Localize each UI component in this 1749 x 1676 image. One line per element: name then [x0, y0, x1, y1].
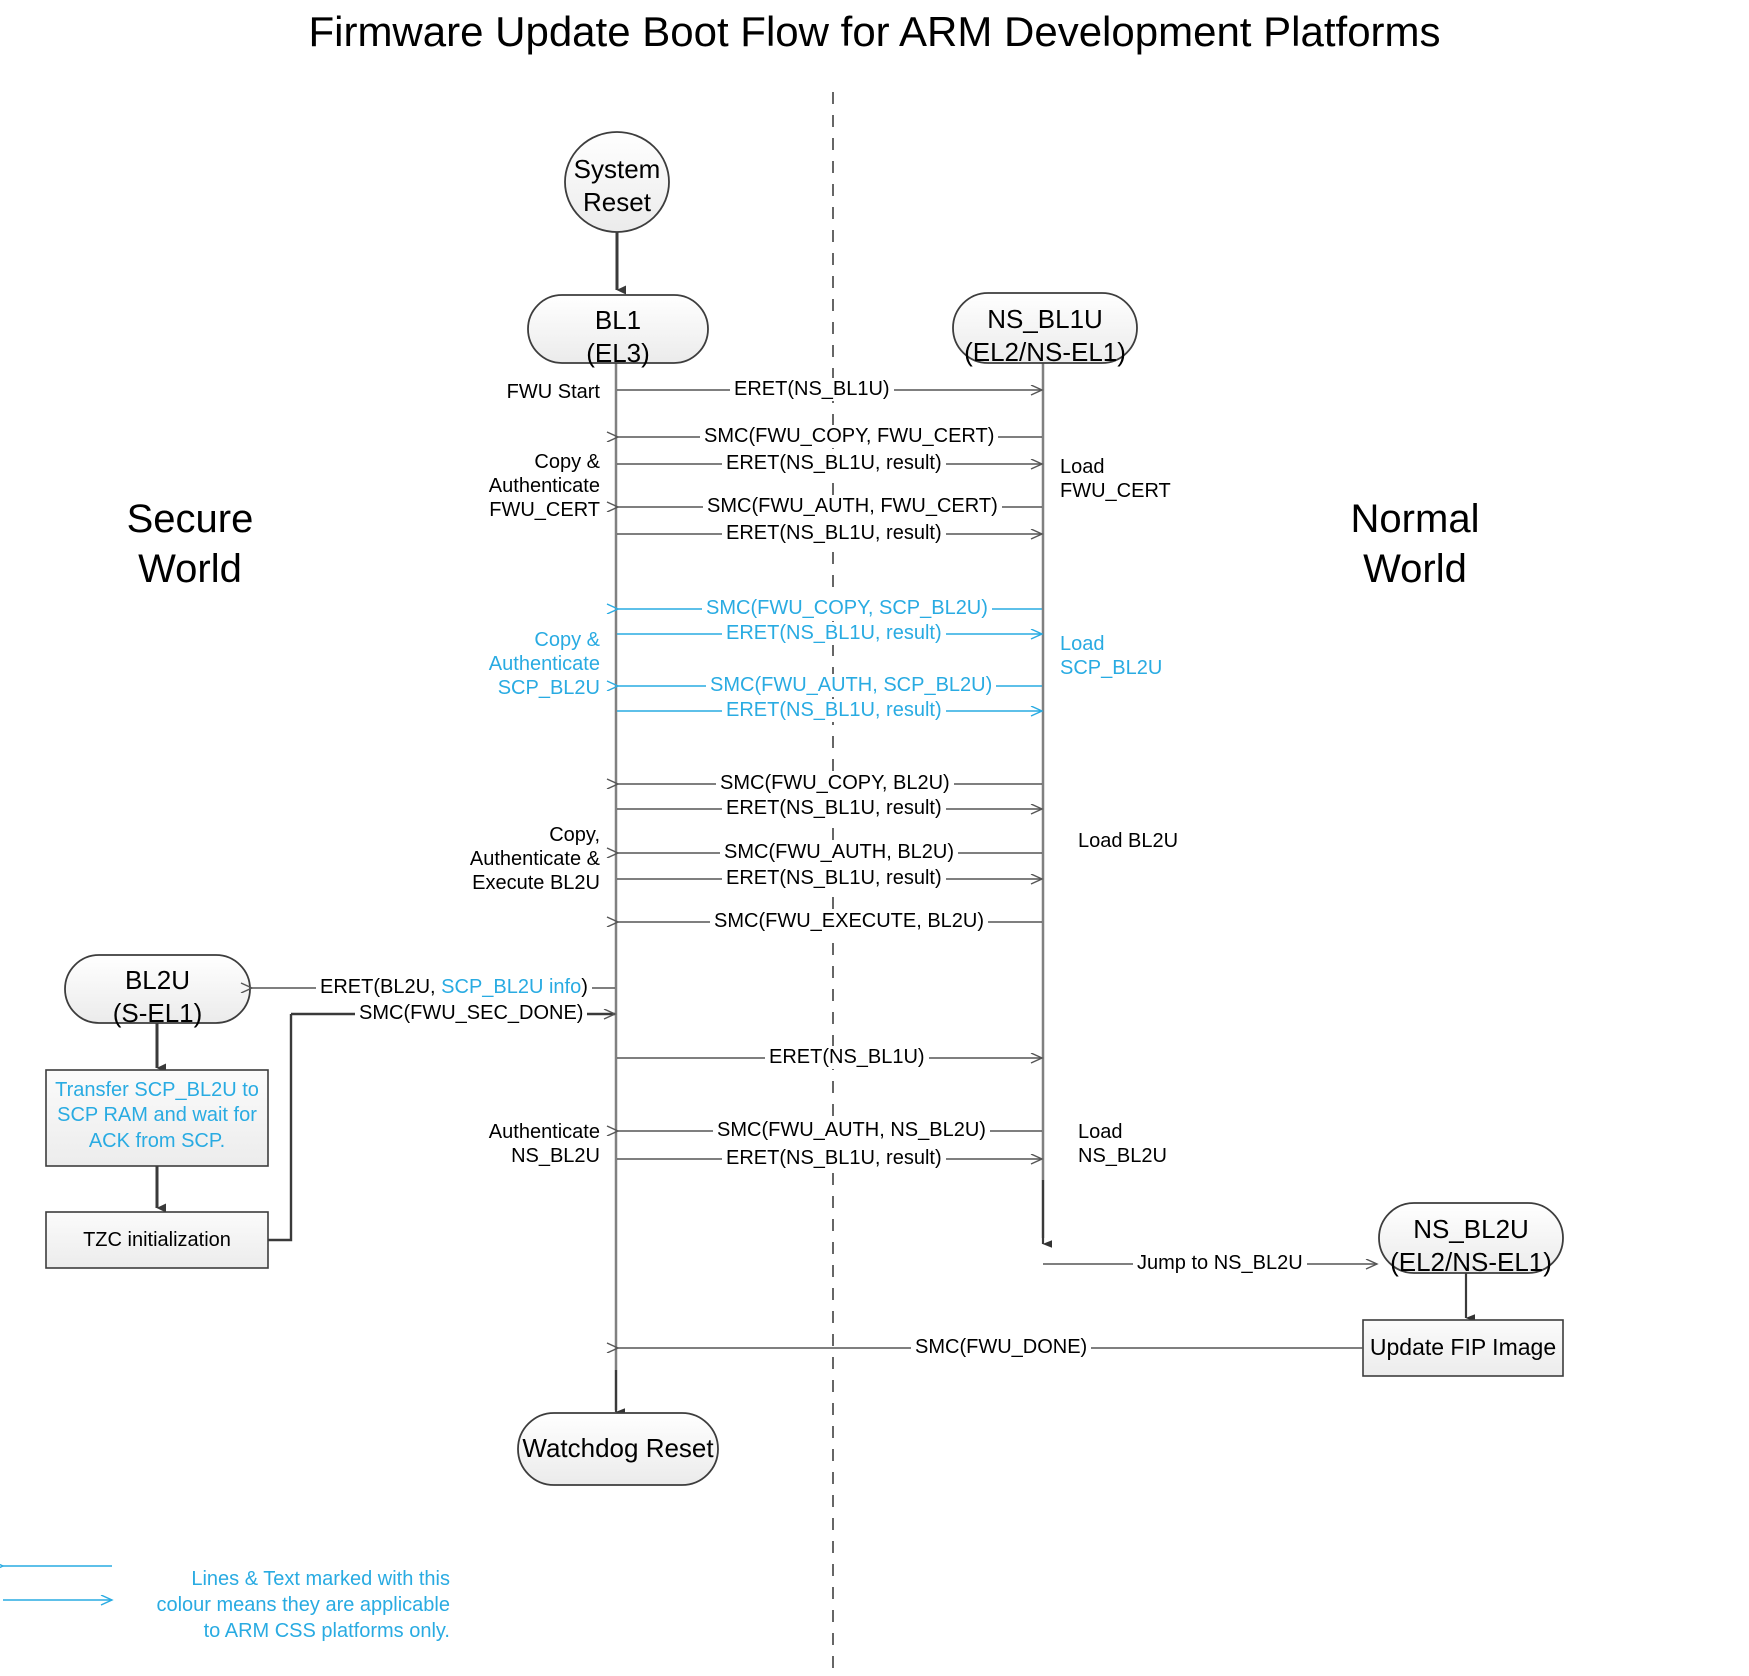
msg-label-m5: ERET(NS_BL1U, result) — [722, 522, 946, 545]
legend-note: Lines & Text marked with this colour mea… — [156, 1568, 450, 1642]
node-ns-bl2u-shape — [1378, 1202, 1564, 1274]
annotation-load-scp-bl2u: Load SCP_BL2U — [1060, 633, 1163, 679]
annotation-copy-auth-exec-bl2u: Copy, Authenticate & Execute BL2U — [469, 824, 600, 894]
label-secure-world: Secure World — [126, 497, 254, 591]
msg-label-m8: SMC(FWU_AUTH, SCP_BL2U) — [706, 674, 997, 697]
annotation-copy-auth-fwu-cert: Copy & Authenticate FWU_CERT — [488, 451, 600, 521]
node-system-reset-shape — [564, 131, 670, 233]
msg-label-m6: SMC(FWU_COPY, SCP_BL2U) — [702, 597, 992, 620]
edge-tzc-to-smc-sec-done — [266, 1014, 293, 1242]
msg-label-eret-bl2u: ERET(BL2U, SCP_BL2U info) — [316, 976, 592, 999]
msg-label-m18: ERET(NS_BL1U, result) — [722, 1147, 946, 1170]
annotation-load-bl2u: Load BL2U — [1078, 830, 1179, 852]
label-normal-world: Normal World — [1350, 497, 1480, 591]
annotation-load-ns-bl2u: Load NS_BL2U — [1078, 1121, 1167, 1167]
annotation-copy-auth-scp-bl2u: Copy & Authenticate SCP_BL2U — [488, 629, 600, 699]
page-title: Firmware Update Boot Flow for ARM Develo… — [308, 8, 1441, 55]
msg-label-m13: ERET(NS_BL1U, result) — [722, 867, 946, 890]
msg-label-m12: SMC(FWU_AUTH, BL2U) — [720, 841, 959, 864]
box-tzc-init-shape — [45, 1211, 269, 1269]
msg-label-m19: Jump to NS_BL2U — [1133, 1252, 1307, 1275]
annotation-authenticate-ns-bl2u: Authenticate NS_BL2U — [488, 1121, 600, 1167]
msg-label-m14: SMC(FWU_EXECUTE, BL2U) — [710, 910, 989, 933]
eret-bl2u-css-part: SCP_BL2U info — [441, 976, 582, 998]
eret-bl2u-prefix: ERET(BL2U, — [320, 976, 442, 998]
annotation-fwu-start: FWU Start — [506, 381, 600, 403]
node-watchdog-reset-shape — [517, 1412, 719, 1486]
msg-label-m17: SMC(FWU_AUTH, NS_BL2U) — [713, 1119, 990, 1142]
box-transfer-scp-shape — [45, 1069, 269, 1167]
node-ns-bl1u-shape — [952, 292, 1138, 364]
msg-label-m3: ERET(NS_BL1U, result) — [722, 452, 946, 475]
eret-bl2u-suffix: ) — [581, 976, 588, 998]
msg-label-m10: SMC(FWU_COPY, BL2U) — [716, 772, 954, 795]
msg-label-m20: SMC(FWU_DONE) — [911, 1336, 1092, 1359]
msg-label-m9: ERET(NS_BL1U, result) — [722, 699, 946, 722]
msg-label-m16: ERET(NS_BL1U) — [765, 1046, 929, 1069]
node-bl2u-shape — [64, 954, 251, 1024]
node-bl1-shape — [527, 294, 709, 364]
msg-label-m11: ERET(NS_BL1U, result) — [722, 797, 946, 820]
box-update-fip-shape — [1362, 1319, 1564, 1377]
msg-label-m4: SMC(FWU_AUTH, FWU_CERT) — [703, 495, 1002, 518]
msg-label-m15: SMC(FWU_SEC_DONE) — [355, 1002, 588, 1025]
annotation-load-fwu-cert: Load FWU_CERT — [1060, 456, 1171, 502]
msg-label-m2: SMC(FWU_COPY, FWU_CERT) — [700, 425, 999, 448]
msg-label-m1: ERET(NS_BL1U) — [730, 378, 894, 401]
msg-label-m7: ERET(NS_BL1U, result) — [722, 622, 946, 645]
